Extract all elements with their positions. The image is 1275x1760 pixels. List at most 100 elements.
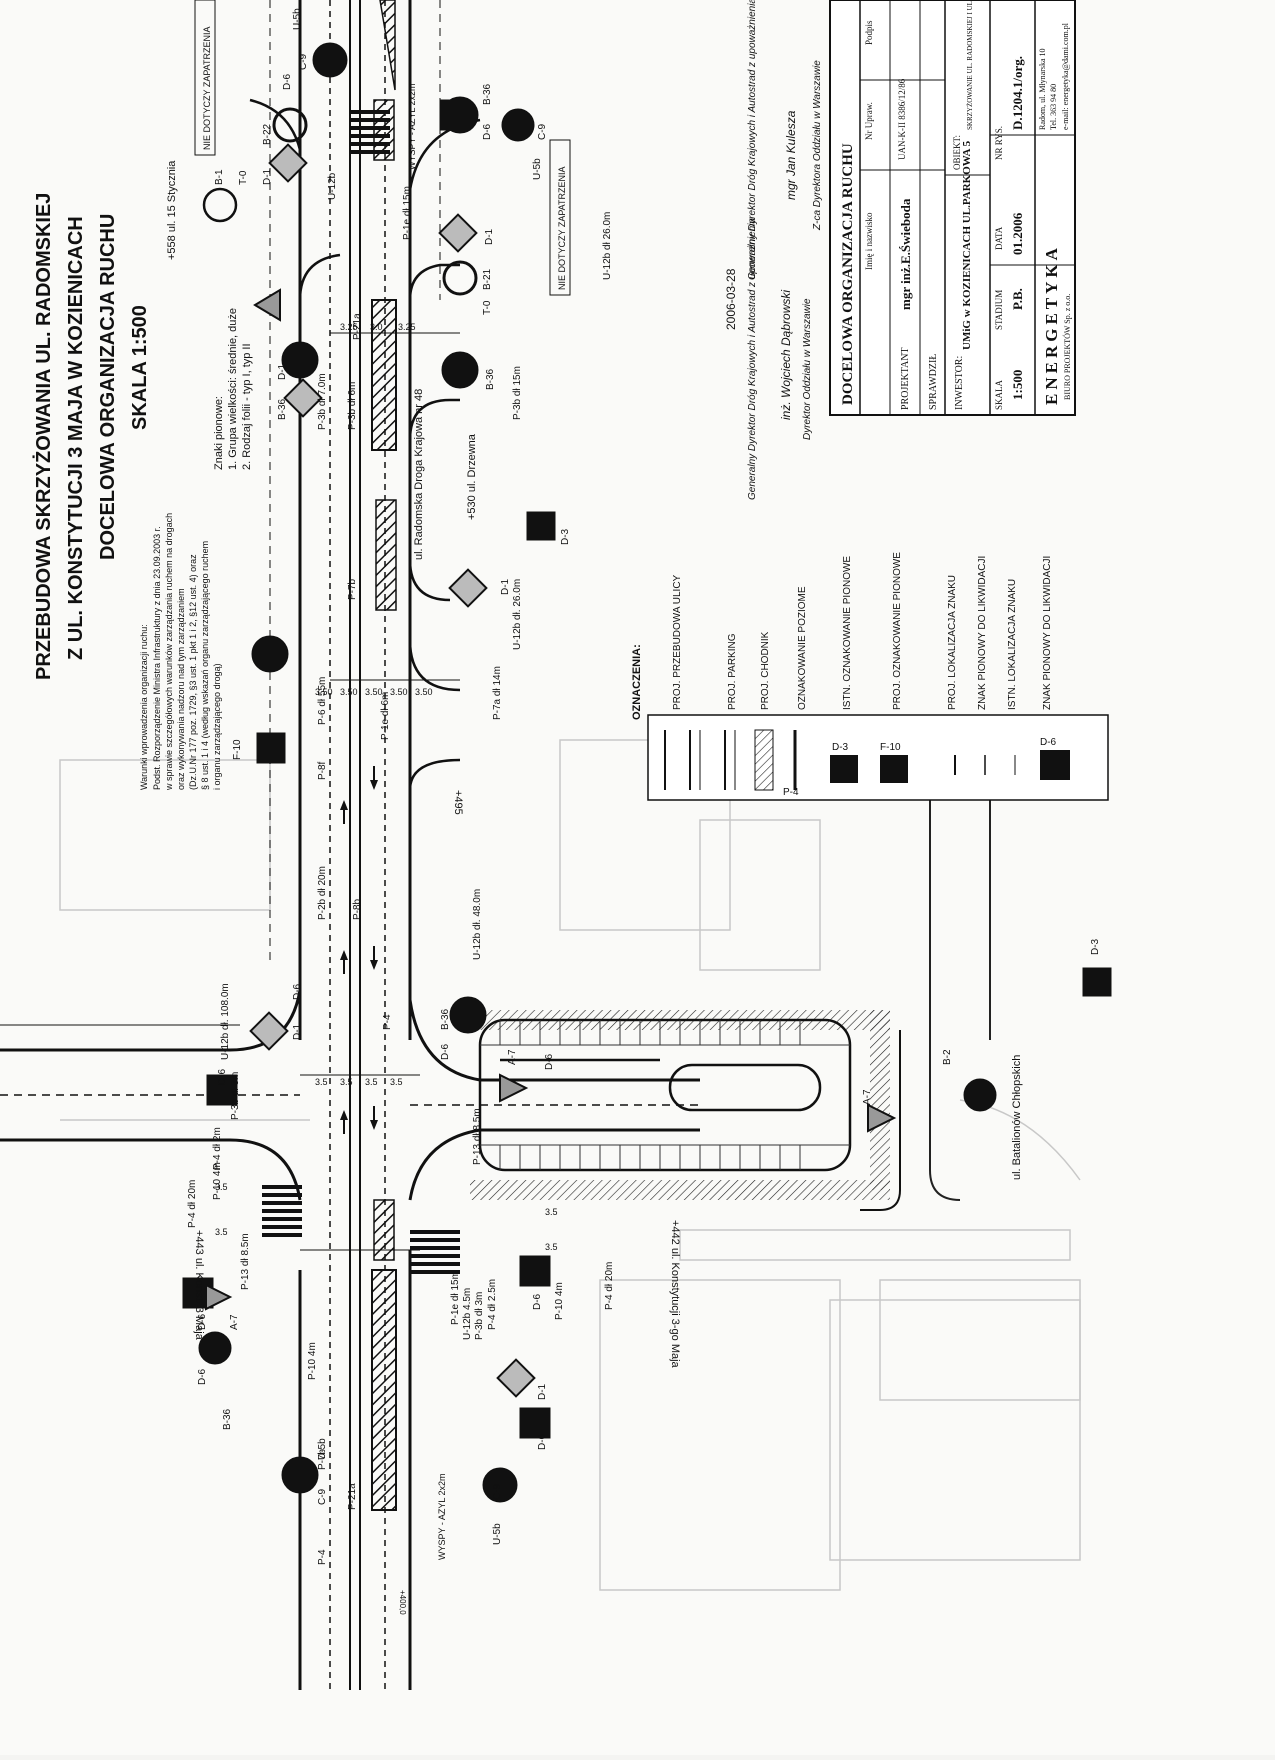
tb-address: Radom, ul. Młynarska 10: [1038, 48, 1047, 130]
note-line: w sprawie szczegółowych warunków zarządz…: [164, 513, 174, 791]
tb-nr: D.1204.1/org.: [1010, 56, 1025, 130]
sign-b36-right: [441, 351, 479, 389]
sign-label: C-9: [492, 1483, 503, 1500]
batalionow-road: [929, 780, 991, 1201]
sign-b36-upper: [281, 341, 319, 379]
legend-item: ZNAK PIONOWY DO LIKWIDACJI: [1042, 556, 1053, 710]
dimension-labels: 3.25 3.0 3.25 3.50 3.50 3.50 3.50 3.50 3…: [215, 322, 558, 1252]
mark-label: P-1e dł 15m: [450, 1271, 461, 1325]
street-labels: ul. Radomska Droga Krajowa nr 48 +443 ul…: [166, 160, 1023, 1615]
sign-label: D-6: [282, 73, 293, 90]
legend-item: ZNAK PIONOWY DO LIKWIDACJI: [977, 556, 988, 710]
header: PRZEBUDOWA SKRZYŻOWANIA UL. RADOMSKIEJ Z…: [32, 193, 151, 680]
sign-label: D-1: [484, 228, 495, 245]
mark-label: P-1e dł 6m: [380, 692, 391, 740]
not-applicable-top: NIE DOTYCZY ZAPATRZENIA: [202, 26, 212, 150]
parking-lot: [470, 1010, 901, 1211]
sign-label: D-3: [560, 528, 571, 545]
sign-a7-a: [205, 1283, 233, 1311]
sign-label: D-6: [197, 1313, 208, 1330]
street-styczna: +558 ul. 15 Stycznia: [166, 160, 178, 260]
mark-label: U-12b 4.5m: [462, 1288, 473, 1340]
street-batalionow: ul. Batalionów Chłopskich: [1011, 1055, 1023, 1180]
island-bottom-label: WYSPY - AZYL 2x2m: [437, 1473, 447, 1560]
dimension: 3.5: [390, 1077, 403, 1087]
sign-d3-lower: [1082, 967, 1112, 997]
dimension: 3.5: [340, 1077, 353, 1087]
legend-item: ISTN. OZNAKOWANIE PIONOWE: [842, 556, 853, 710]
sign-a7-c: [867, 1103, 897, 1133]
sign-d6-e: [439, 99, 471, 131]
tb-company: ENERGETYKA: [1042, 244, 1061, 405]
tb-col-sign: Podpis: [864, 20, 874, 45]
approval-2-name: mgr Jan Kulesza: [784, 110, 798, 200]
approvals: Generalny Dyrektor Dróg Krajowych i Auto…: [747, 0, 823, 500]
mark-label: P-2b dł 20m: [317, 866, 328, 920]
signs-group: [182, 42, 1112, 1503]
dimension: 3.25: [398, 322, 416, 332]
background-buildings: [59, 739, 1081, 1591]
mark-label: P-3b dł 3m: [230, 1072, 241, 1120]
sign-d1-b: [438, 213, 478, 253]
sign-d1-d: [448, 568, 488, 608]
note-line: i organu zarządzającego drogą): [212, 663, 222, 790]
sign-f10: [256, 732, 286, 764]
sign-label: D-6: [537, 1433, 548, 1450]
street-drzewna: +530 ul. Drzewna: [466, 433, 478, 520]
dimension: 3.50: [340, 687, 358, 697]
dimension: 3.5: [545, 1242, 558, 1252]
dimension: 3.0: [370, 322, 383, 332]
dimension: 3.5: [215, 1227, 228, 1237]
sign-label: B-36: [222, 1408, 233, 1430]
mark-label: P-4 dł 20m: [604, 1262, 615, 1310]
mark-label: P-4 dł 2.5m: [487, 1279, 498, 1330]
approval-1-name: inż. Wojciech Dąbrowski: [779, 290, 793, 420]
header-line3: DOCELOWA ORGANIZACJA RUCHU: [97, 214, 119, 560]
sign-b36-park: [449, 996, 487, 1034]
sign-a7-b: [499, 1073, 529, 1103]
sign-c9-bottom: [482, 1467, 518, 1503]
island-top-label: WYSPY - AZYL 2x2m: [407, 83, 417, 170]
sign-label: B-36: [440, 1008, 451, 1030]
sign-d6-c: [519, 1255, 551, 1287]
sign-label: D-6: [482, 123, 493, 140]
sign-label: C-9: [537, 123, 548, 140]
sign-a7-top: [253, 288, 281, 322]
legend-item: PROJ. PRZEBUDOWA ULICY: [672, 574, 683, 710]
header-scale: SKALA 1:500: [129, 305, 151, 430]
sign-label: D-6: [197, 1368, 208, 1385]
approval-1: Generalny Dyrektor Dróg Krajowych i Auto…: [747, 218, 758, 500]
sign-label: U-5b: [492, 1523, 503, 1545]
header-line2: Z UL. KONSTYTUCJI 3 MAJA W KOZIENICACH: [65, 216, 87, 660]
dimension: 3.5: [315, 1077, 328, 1087]
mark-label: P-7b: [347, 578, 358, 600]
mark-label: P-3b dł 7.0m: [317, 373, 328, 430]
header-line1: PRZEBUDOWA SKRZYŻOWANIA UL. RADOMSKIEJ: [32, 193, 55, 680]
note-line: § 8 ust. 1 i 4 (według wskazań organu za…: [200, 541, 210, 790]
notes: Warunki wprowadzenia organizacji ruchu: …: [139, 308, 253, 791]
km-495: +495: [452, 790, 464, 815]
sign-b1: [198, 1331, 232, 1365]
sign-label: B-21: [482, 268, 493, 290]
mark-label: P-7a dł 14m: [492, 666, 503, 720]
sign-label: D-6: [532, 1293, 543, 1310]
tb-obiekt-label: OBIEKT:: [952, 135, 962, 170]
lane-arrows: [340, 766, 378, 1134]
note-line: (Dz.U.Nr 177 poz. 1729, §3 ust. 1 pkt 1 …: [188, 554, 198, 790]
sign-b22: [272, 107, 308, 143]
sign-label: A-7: [862, 1089, 873, 1105]
mark-label: P-21a: [352, 313, 363, 340]
legend-code: D-3: [832, 742, 849, 753]
cross-section-lines: [300, 332, 460, 1251]
tb-data-label: DATA: [994, 226, 1004, 250]
sign-label: D-3: [1090, 938, 1101, 955]
mark-label: P-6 dł 55m: [317, 677, 328, 725]
legend-code: P-4: [783, 787, 799, 798]
legend-title: OZNACZENIA:: [631, 644, 643, 720]
sign-label: D-6: [440, 1043, 451, 1060]
mark-label: P-10 4m: [212, 1162, 223, 1200]
legend-code: D-6: [1040, 737, 1057, 748]
sign-d1-e: [249, 1011, 289, 1051]
mark-label: P-4 dł 20m: [187, 1180, 198, 1228]
tb-email: e-mail: energetyka@dami.com.pl: [1061, 22, 1070, 130]
